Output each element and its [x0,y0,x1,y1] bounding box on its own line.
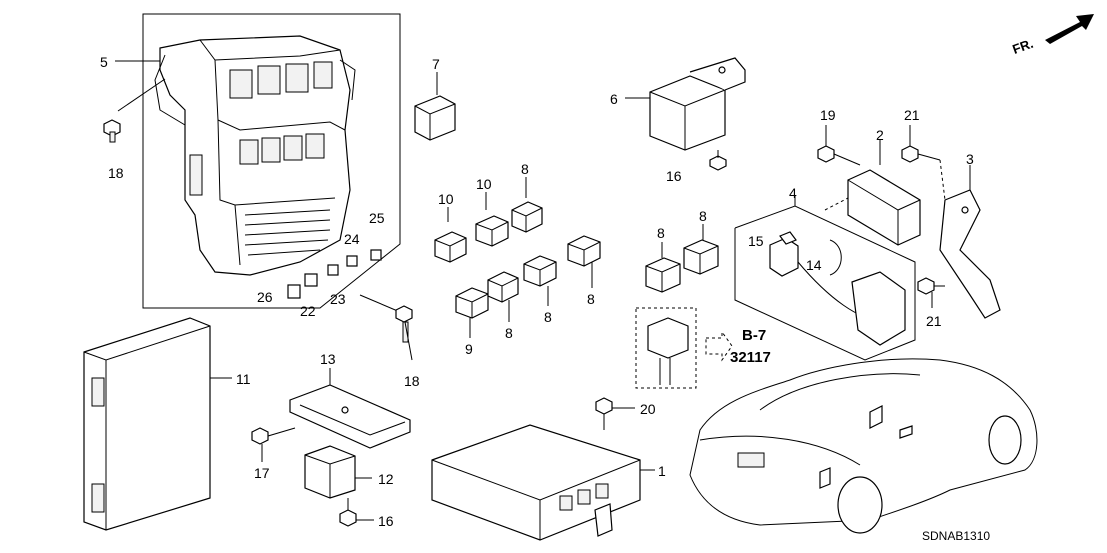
sensor-2 [824,140,921,246]
reference-box [635,307,733,389]
callout-13: 13 [320,351,336,367]
callout-15: 15 [748,233,764,249]
module-11 [83,317,232,531]
callout-6: 6 [610,91,618,107]
callout-8c: 8 [544,309,552,325]
part-12 [304,445,372,499]
callout-4: 4 [789,185,797,201]
callout-18a: 18 [108,165,124,181]
callout-17: 17 [254,465,270,481]
front-direction-label: FR. [1010,36,1035,57]
callout-16a: 16 [666,168,682,184]
callout-16b: 16 [378,513,394,529]
bolt-20 [595,397,635,430]
fuse-26 [287,284,301,299]
callout-8e: 8 [657,225,665,241]
callout-25: 25 [369,210,385,226]
callout-19: 19 [820,107,836,123]
callout-21a: 21 [904,107,920,123]
callout-2: 2 [876,127,884,143]
reference-page: B-7 [742,327,766,344]
bolt-17 [251,427,296,462]
relay-8d [567,235,601,288]
reference-part: 32117 [730,349,771,366]
callout-8a: 8 [521,161,529,177]
relay-10b [475,192,509,247]
bracket-13 [289,368,411,449]
relay-8f [683,224,719,275]
callout-5: 5 [100,54,108,70]
fuse-23 [327,264,339,276]
callout-8b: 8 [505,325,513,341]
fuse-22 [304,273,318,287]
callout-21b: 21 [926,313,942,329]
callout-22: 22 [300,303,316,319]
callout-3: 3 [966,151,974,167]
relay-8a [511,177,543,233]
harness-4 [734,195,916,361]
callout-8f: 8 [699,208,707,224]
callout-7: 7 [432,56,440,72]
vehicle-outline [689,358,1038,534]
fuse-box-group [142,13,401,309]
bolt-18-lower [359,294,413,361]
callout-9: 9 [465,341,473,357]
unit-6 [625,57,746,171]
front-arrow-icon [1045,14,1094,44]
bracket-3 [939,165,1001,319]
fuse-24 [346,255,358,267]
relay-7 [414,72,456,141]
callout-23: 23 [330,291,346,307]
callout-26: 26 [257,289,273,305]
callout-14: 14 [806,257,822,273]
callout-12: 12 [378,471,394,487]
callout-11: 11 [236,371,251,387]
relay-9 [455,287,489,338]
bolt-21-upper [901,125,946,201]
relay-8b [487,271,519,322]
ecu-1 [431,424,655,541]
callout-24: 24 [344,231,360,247]
bolt-21-lower [917,277,945,308]
callout-10b: 10 [476,176,492,192]
callout-10a: 10 [438,191,454,207]
bolt-18-upper [103,78,166,143]
relay-10a [434,207,467,263]
fuse-25 [370,249,382,261]
diagram-code: SDNAB1310 [922,529,990,543]
relay-group [434,177,719,338]
callout-20: 20 [640,401,656,417]
fuse-box-outline [142,13,401,309]
bolt-16-lower [339,498,374,527]
callout-18b: 18 [404,373,420,389]
callout-8d: 8 [587,291,595,307]
bolt-19 [817,125,861,166]
callout-1: 1 [658,463,666,479]
relay-8e [645,242,681,293]
relay-8c [523,255,557,306]
callout-labels: 1 2 3 4 5 6 7 8 8 8 8 8 8 9 10 10 11 12 … [100,54,974,529]
